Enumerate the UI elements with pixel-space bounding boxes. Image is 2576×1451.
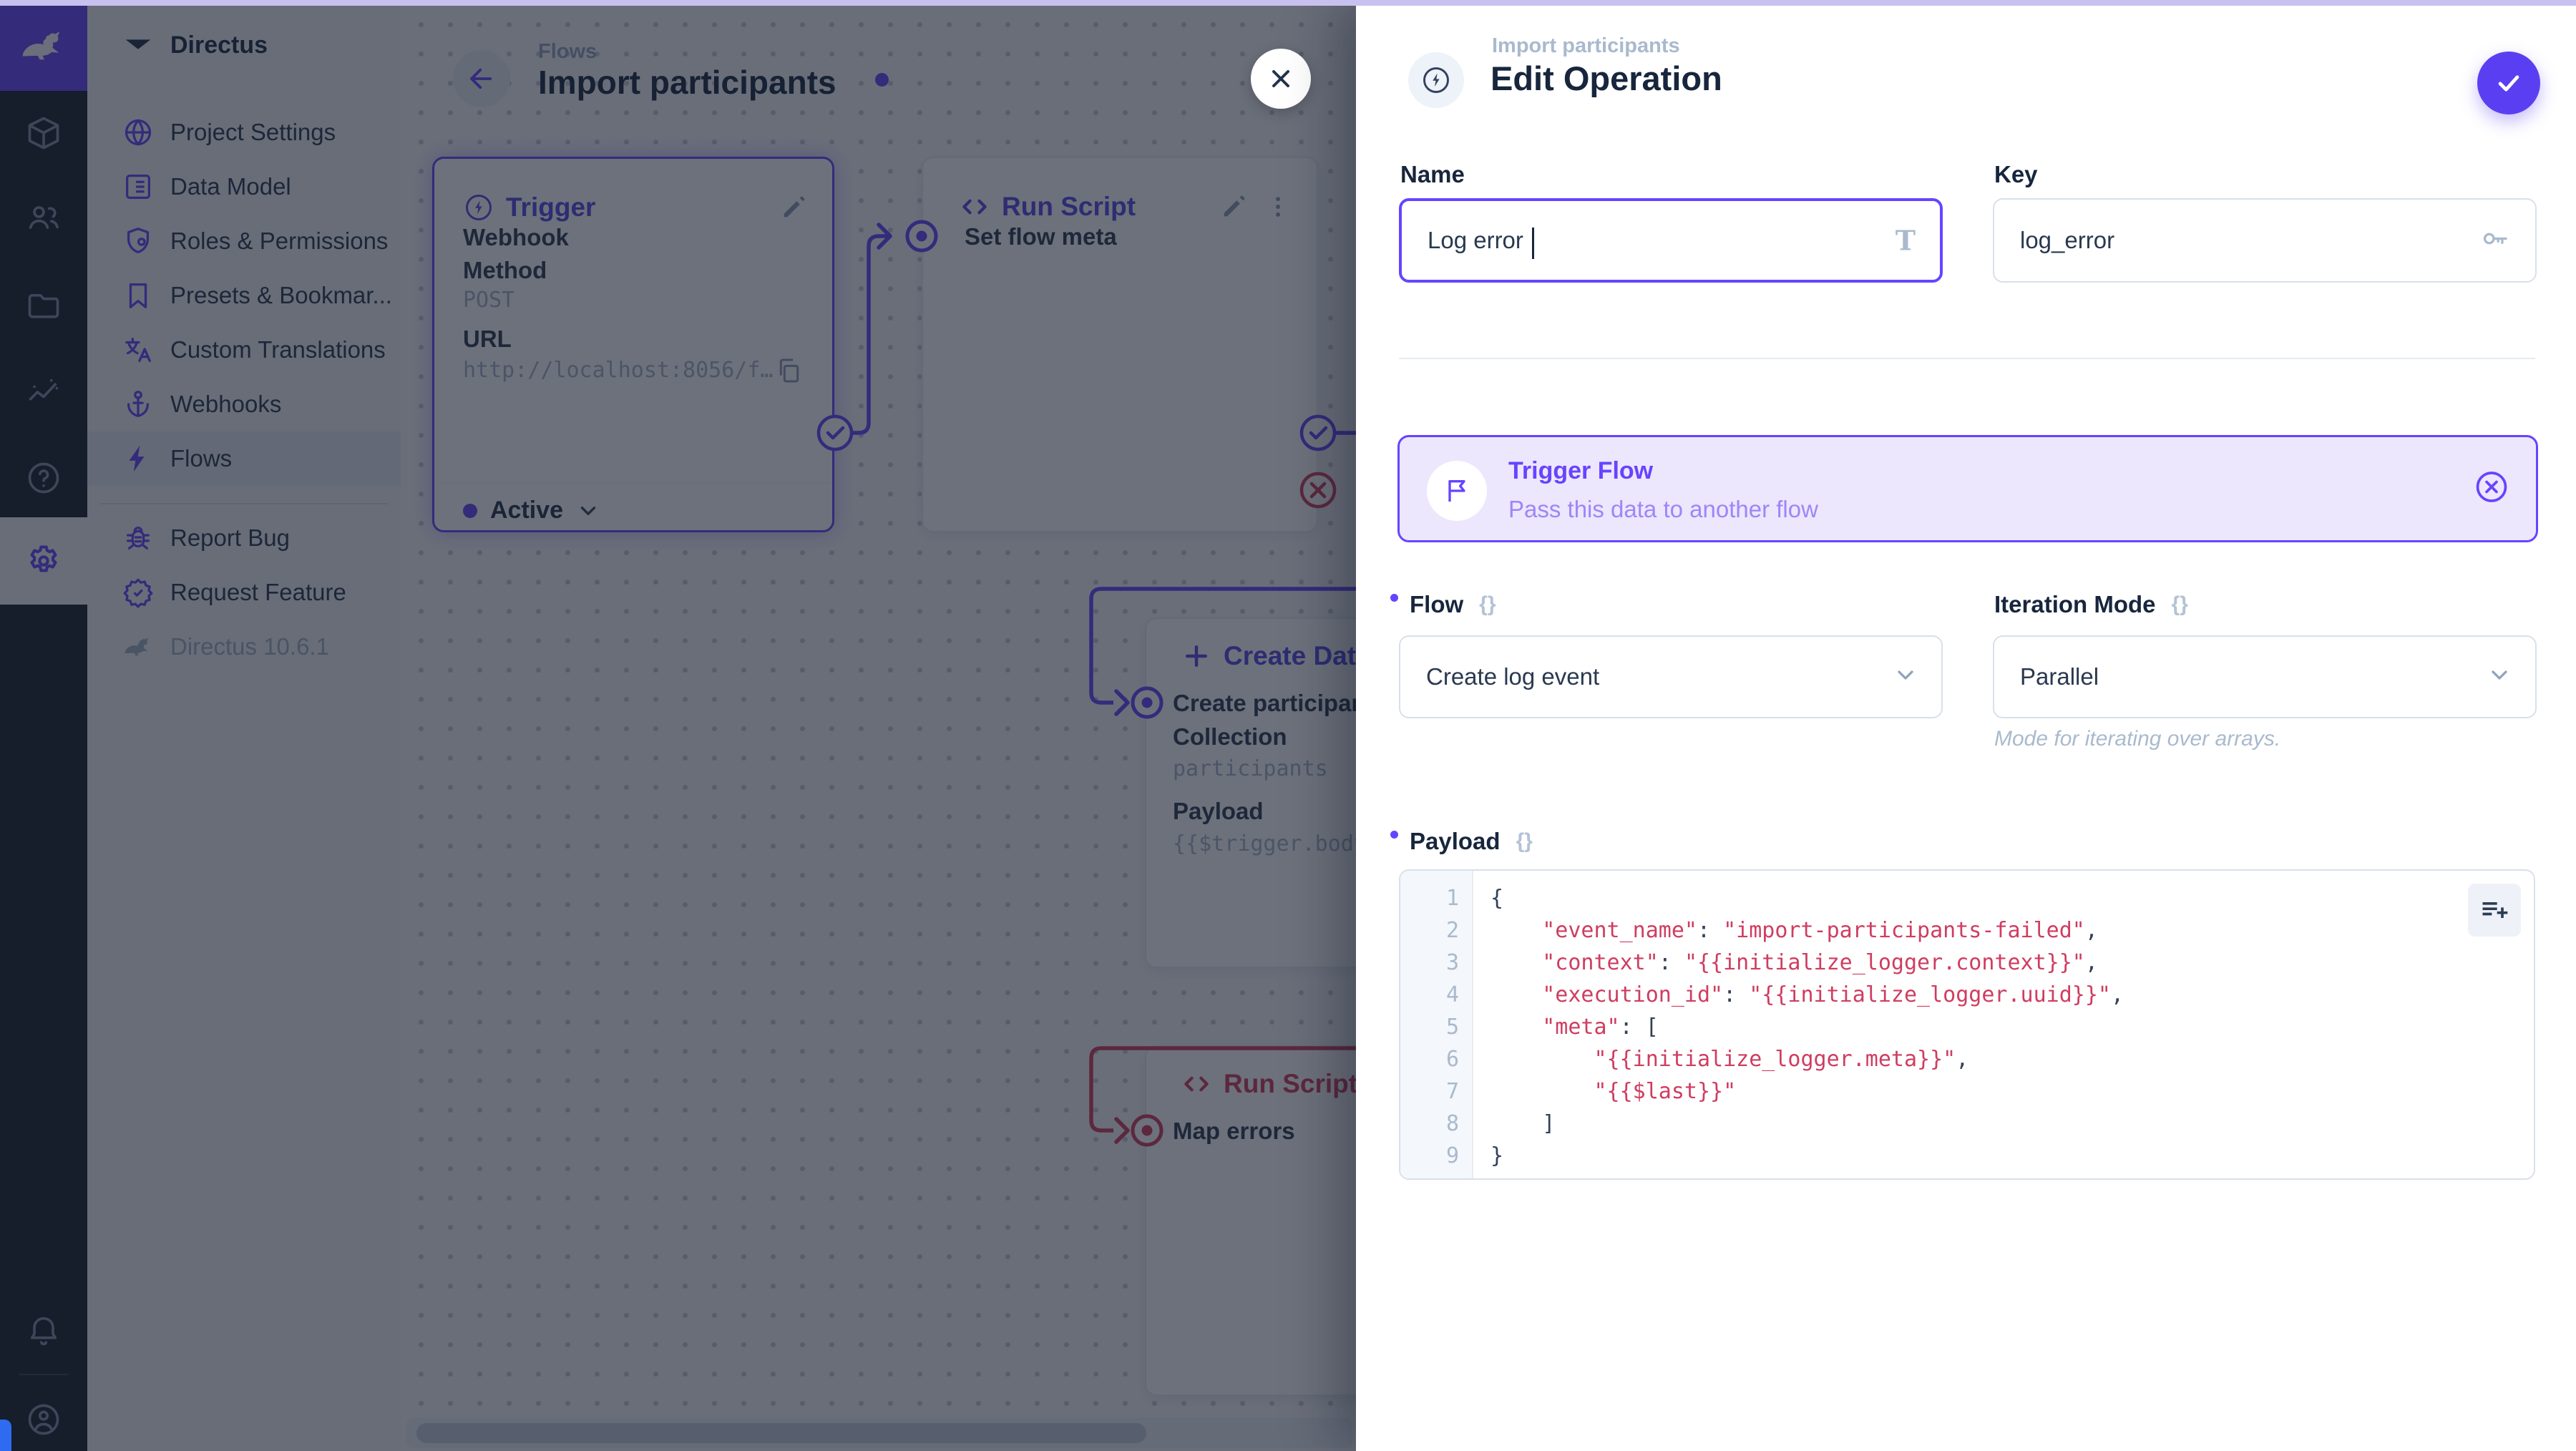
required-dot [1390, 593, 1398, 602]
banner-title: Trigger Flow [1508, 457, 1654, 484]
key-label: Key [1994, 161, 2038, 187]
check-icon [2498, 75, 2519, 92]
close-icon [1272, 70, 1289, 87]
save-button[interactable] [2477, 52, 2540, 114]
raw-value-icon[interactable]: {} [1516, 829, 1533, 853]
key-icon [2479, 223, 2511, 258]
chevron-down-icon [2487, 663, 2512, 692]
bolt-circle-icon [1423, 67, 1449, 93]
raw-value-icon[interactable]: {} [2171, 592, 2188, 616]
iteration-mode-label: Iteration Mode {} [1994, 591, 2188, 617]
text-caret [1532, 228, 1534, 259]
iteration-mode-value: Parallel [2020, 663, 2099, 690]
chevron-down-icon [1893, 663, 1918, 692]
drawer-title: Edit Operation [1491, 59, 1722, 97]
operation-type-banner[interactable]: Trigger Flow Pass this data to another f… [1397, 435, 2538, 542]
section-divider [1399, 358, 2535, 359]
code-editor-fill-button[interactable] [2468, 884, 2521, 937]
banner-subtitle: Pass this data to another flow [1508, 496, 1818, 522]
playlist-add-icon [2482, 902, 2508, 918]
window-corner-accent [0, 1420, 11, 1451]
iteration-mode-select[interactable]: Parallel [1993, 635, 2537, 718]
iteration-mode-note: Mode for iterating over arrays. [1994, 727, 2281, 751]
drawer-header-icon [1408, 52, 1464, 108]
required-dot [1390, 830, 1398, 839]
edit-operation-drawer: Import participants Edit Operation Name … [1356, 0, 2576, 1451]
top-accent-strip [0, 0, 2576, 6]
flow-select[interactable]: Create log event [1399, 635, 1943, 718]
name-field[interactable]: Log error T [1399, 198, 1943, 283]
close-drawer-button[interactable] [1251, 49, 1311, 109]
flow-label: Flow {} [1390, 591, 1496, 618]
code-lines[interactable]: { "event_name": "import-participants-fai… [1491, 886, 2124, 1168]
banner-icon-circle [1427, 461, 1487, 521]
key-field[interactable]: log_error [1993, 198, 2537, 283]
payload-label: Payload {} [1390, 828, 1533, 855]
name-value: Log error [1428, 227, 1523, 253]
flow-value: Create log event [1426, 663, 1600, 690]
flag-icon [1448, 480, 1465, 502]
key-value: log_error [2020, 227, 2115, 253]
deselect-circle-x-icon[interactable] [2473, 469, 2510, 509]
drawer-breadcrumb: Import participants [1492, 34, 1680, 57]
drawer-overlay[interactable] [0, 0, 1356, 1451]
title-T-icon: T [1895, 224, 1916, 257]
name-label: Name [1400, 161, 1465, 187]
raw-value-icon[interactable]: {} [1479, 592, 1496, 616]
